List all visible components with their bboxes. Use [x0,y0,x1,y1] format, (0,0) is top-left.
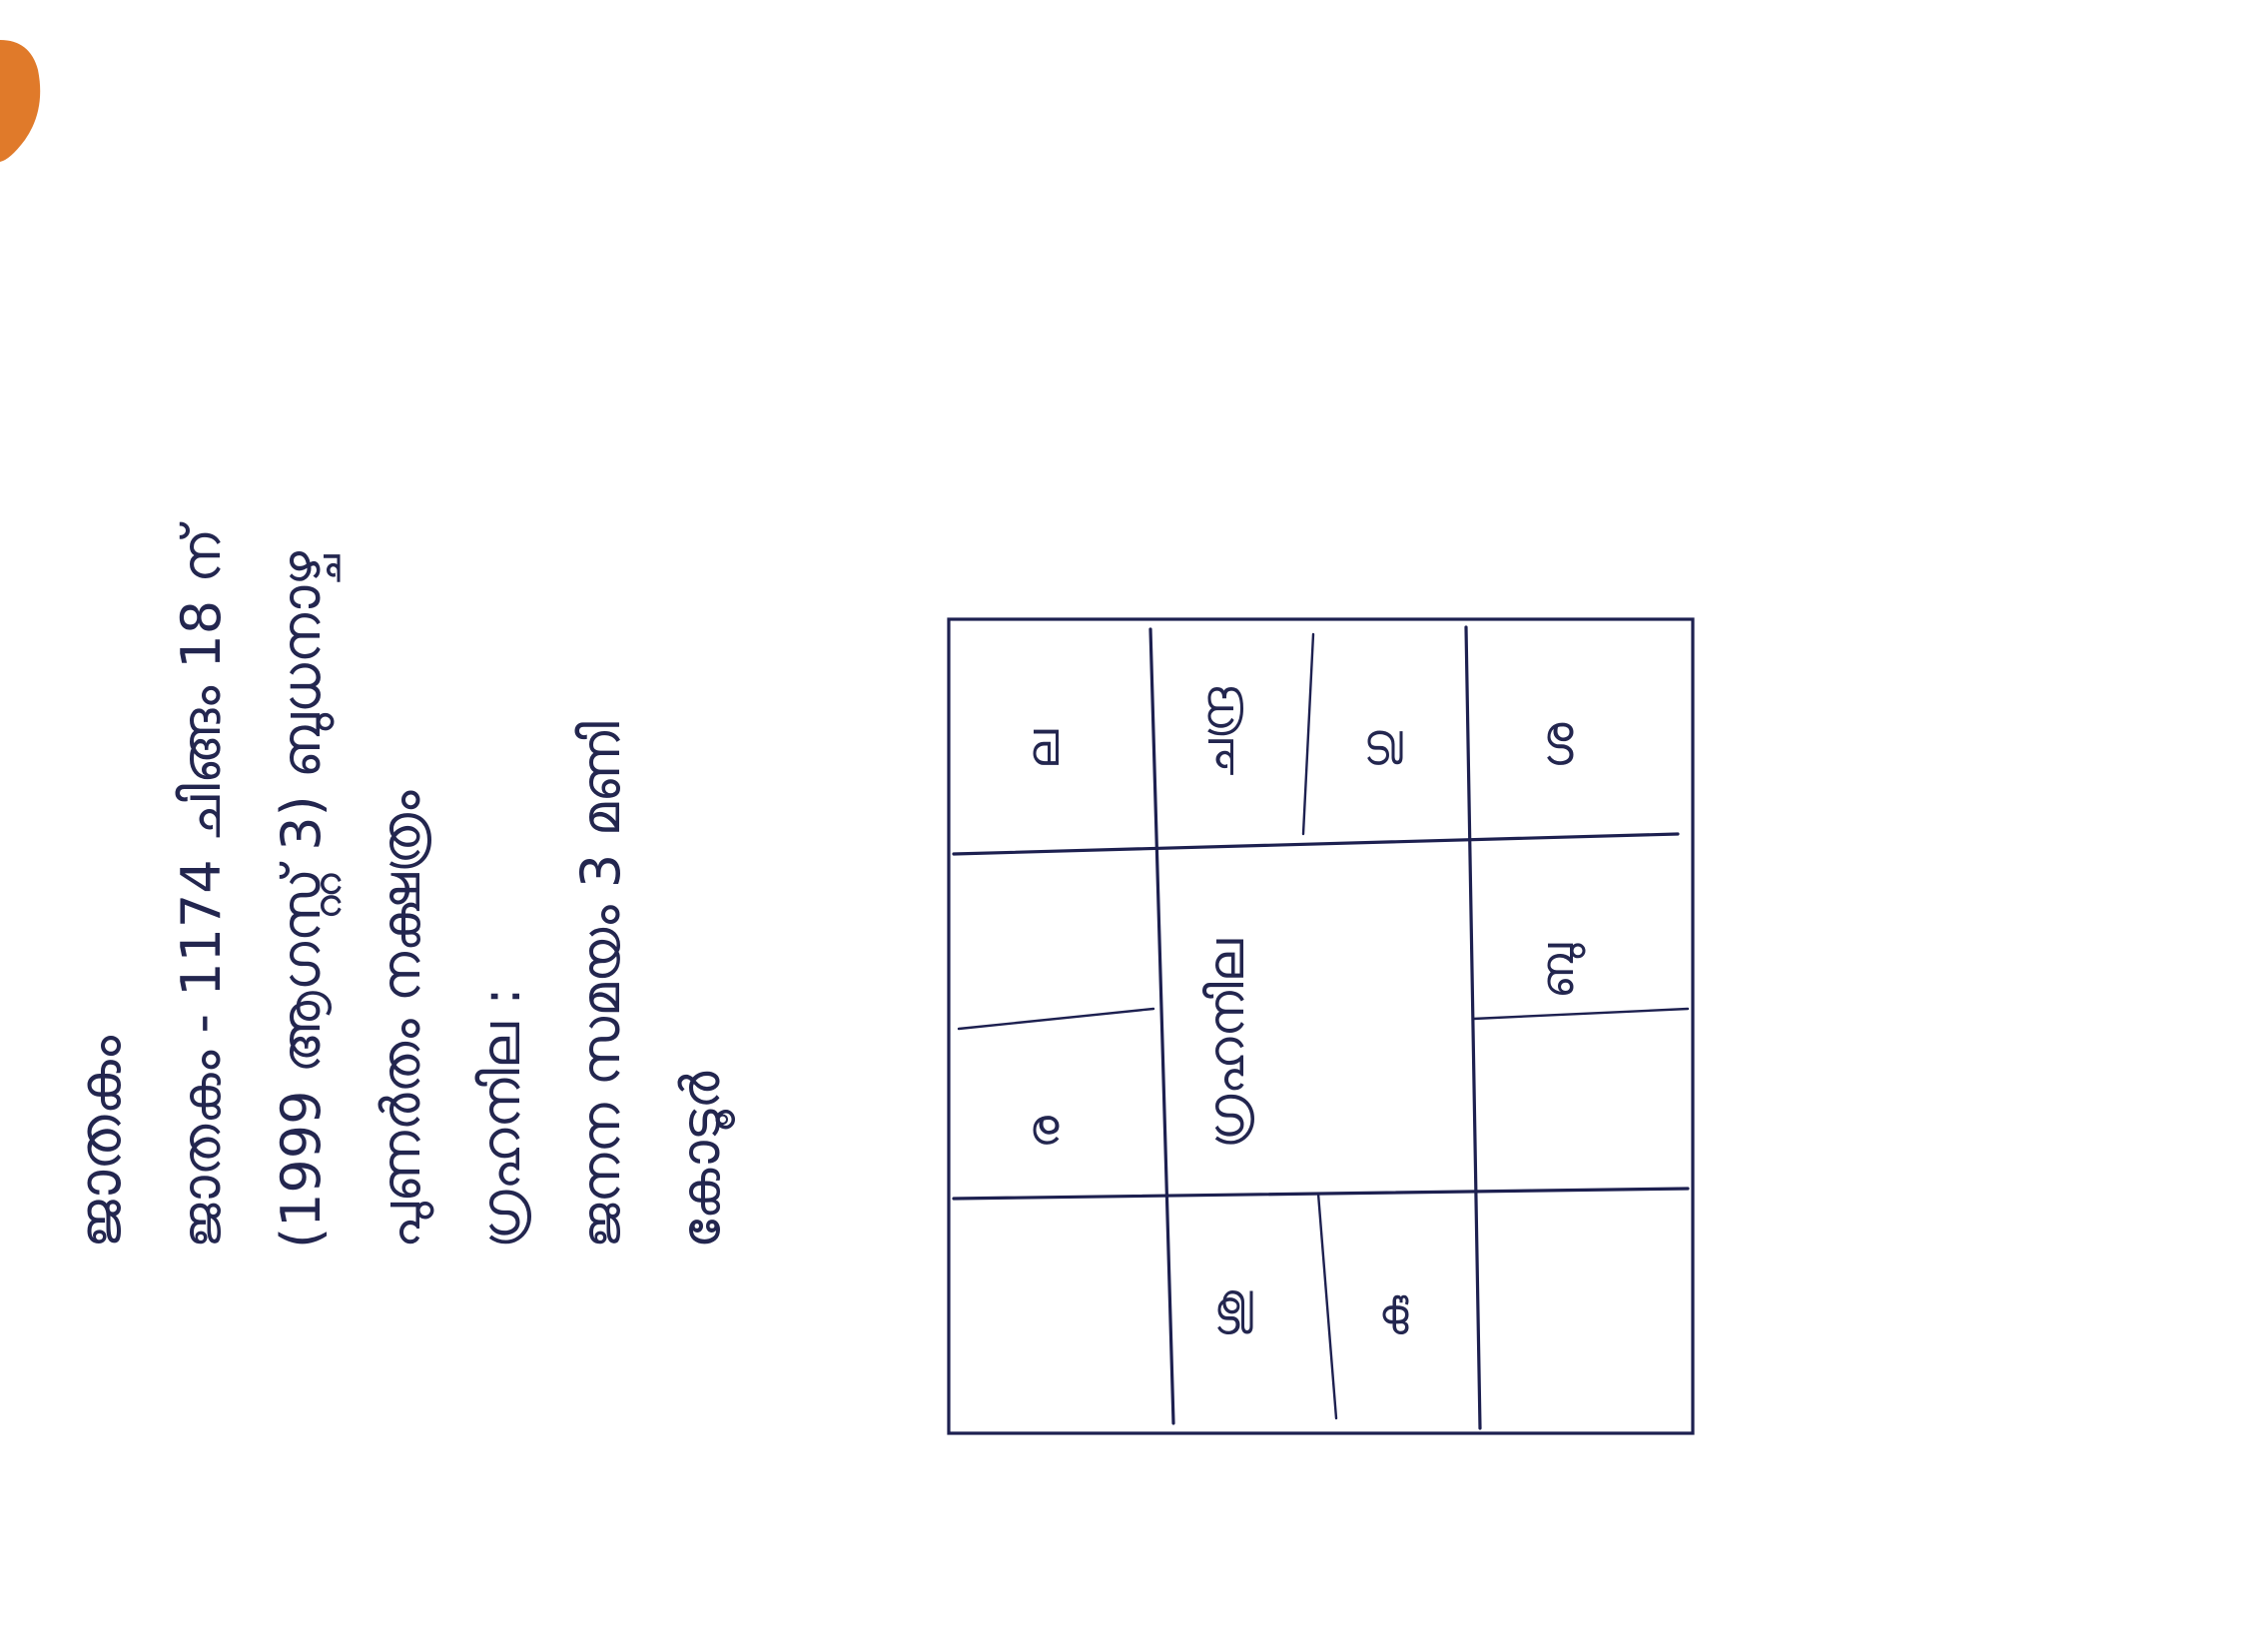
cell-label-5: ബു [1530,943,1586,999]
grid-center-label: ഗ്രഹനില [1197,939,1255,1149]
cell-label-2: ചന്ദ്ര [1190,686,1244,779]
doc-line-4: ഗ്രഹനില : [469,987,532,1248]
doc-line-2: (1999 ആഗസ്റ്റ് 3) ബുധനാഴ്ച [270,551,342,1248]
cell-label-8: കു [1365,1294,1419,1338]
cell-label-7: ശു [1200,1290,1254,1338]
cell-label-1: ല [1016,729,1070,769]
handwritten-text: ജാതകം ജാതകം - 1174 ചിങ്ങം 18 ന് (1999 ആഗ… [66,521,735,1248]
doc-line-6: കോടൂർ [669,1071,735,1248]
doc-line-3: പുണർതം നക്ഷത്രം [370,790,433,1248]
doc-line-1: ജാതകം - 1174 ചിങ്ങം 18 ന് [170,521,233,1248]
doc-title: ജാതകം [66,1035,134,1248]
doc-line-5: ജനന സമയം 3 മണി [569,721,632,1248]
grid-labels: ല ചന്ദ്ര ഗു ശ ബു ര ശു കു ഗ്രഹനില [1016,686,1586,1338]
corner-mark [0,40,41,162]
cell-label-4: ശ [1530,722,1584,769]
cell-label-3: ഗു [1350,730,1404,769]
horoscope-grid [947,617,1695,1435]
cell-label-6: ര [1016,1116,1070,1149]
